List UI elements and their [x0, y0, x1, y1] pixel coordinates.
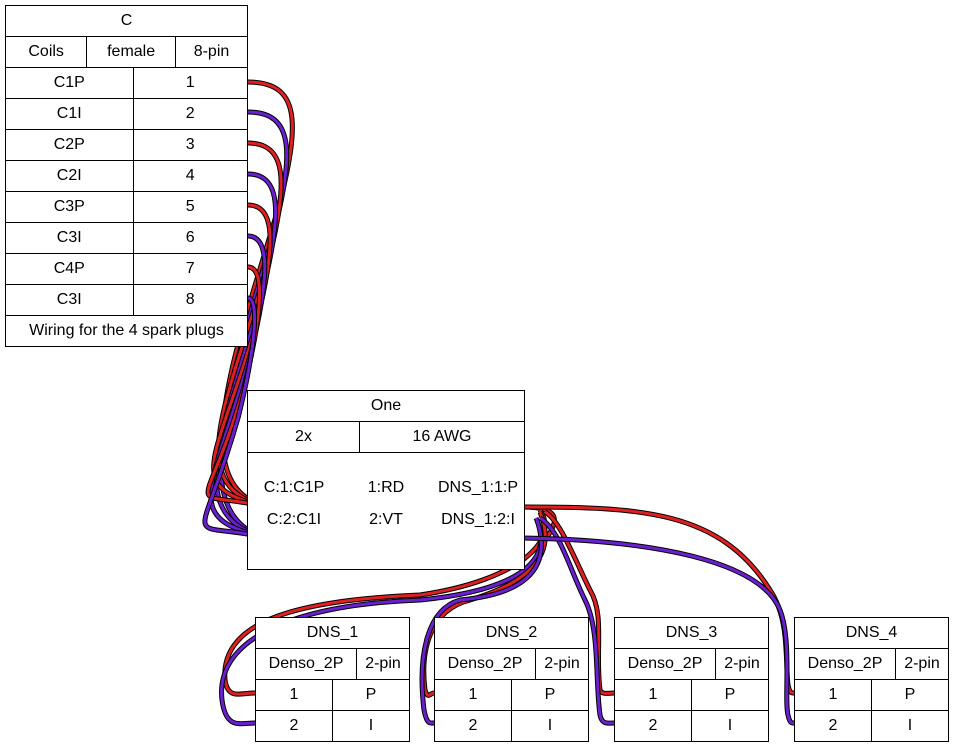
cable-wire-row: C:2:C1I 2:VT DNS_1:2:I: [248, 505, 524, 535]
connector-type: Denso_2P: [614, 648, 716, 680]
pin-number: 3: [132, 129, 248, 161]
connector-pin-count: 2-pin: [535, 648, 589, 680]
connector-c-note: Wiring for the 4 spark plugs: [5, 315, 248, 347]
connector-c-header-gender: female: [86, 36, 176, 68]
cable-title: One: [248, 391, 524, 422]
wire-c-pin-7: [206, 265, 269, 509]
connector-c-header-name: Coils: [4, 36, 88, 68]
connector-type: Denso_2P: [255, 648, 357, 680]
wire-dns4-violet: [522, 536, 795, 725]
wire-c-pin-8: [203, 296, 269, 540]
pin-label: I: [332, 710, 410, 742]
wire-c-pin-6: [209, 234, 269, 540]
connector-title: DNS_1: [255, 617, 410, 649]
pin-number: 2: [794, 710, 872, 742]
connector-pin-count: 2-pin: [356, 648, 410, 680]
pin-label: C1I: [5, 98, 134, 130]
pin-number: 2: [614, 710, 692, 742]
cable-one: One 2x 16 AWG C:1:C1P 1:RD DNS_1:1:P C:2…: [247, 390, 525, 570]
pin-number: 1: [614, 679, 692, 711]
connector-type: Denso_2P: [794, 648, 896, 680]
cable-wire-row: C:1:C1P 1:RD DNS_1:1:P: [248, 473, 524, 503]
wire-to: DNS_1:1:P: [437, 479, 519, 496]
pin-number: 1: [132, 67, 248, 99]
connector-title: DNS_4: [794, 617, 949, 649]
cable-gauge: 16 AWG: [360, 422, 524, 453]
pin-label: C3P: [5, 191, 134, 223]
pin-number: 6: [132, 222, 248, 254]
pin-number: 4: [132, 160, 248, 192]
pin-label: C2P: [5, 129, 134, 161]
connector-title: DNS_3: [614, 617, 769, 649]
pin-number: 1: [434, 679, 512, 711]
wire-c-pin-4: [214, 172, 278, 540]
pin-label: C2I: [5, 160, 134, 192]
pin-number: 1: [794, 679, 872, 711]
wire-from: C:1:C1P: [263, 479, 325, 496]
pin-number: 2: [132, 98, 248, 130]
connector-c-title: C: [5, 5, 248, 37]
pin-label: P: [332, 679, 410, 711]
pin-label: I: [511, 710, 589, 742]
pin-label: C4P: [5, 253, 134, 285]
pin-label: P: [871, 679, 949, 711]
connector-type: Denso_2P: [434, 648, 536, 680]
pin-number: 5: [132, 191, 248, 223]
wire-id: 2:VT: [369, 511, 403, 528]
pin-label: I: [691, 710, 769, 742]
pin-number: 2: [255, 710, 333, 742]
connector-title: DNS_2: [434, 617, 589, 649]
pin-label: C3I: [5, 222, 134, 254]
wire-id: 1:RD: [367, 479, 405, 496]
wire-dns1-violet: [220, 517, 543, 726]
pin-label: C3I: [5, 284, 134, 316]
wire-dns3-violet: [539, 516, 615, 725]
connector-pin-count: 2-pin: [895, 648, 949, 680]
wire-c-pin-5: [212, 203, 272, 509]
pin-label: C1P: [5, 67, 134, 99]
wire-from: C:2:C1I: [266, 511, 322, 528]
pin-number: 8: [132, 284, 248, 316]
pin-number: 2: [434, 710, 512, 742]
pin-label: I: [871, 710, 949, 742]
pin-number: 1: [255, 679, 333, 711]
wire-to: DNS_1:2:I: [441, 511, 515, 528]
connector-c-header-pins: 8-pin: [174, 36, 249, 68]
wire-dns1-red: [223, 509, 547, 696]
pin-number: 7: [132, 253, 248, 285]
cable-count: 2x: [248, 422, 360, 453]
connector-pin-count: 2-pin: [715, 648, 769, 680]
pin-label: P: [511, 679, 589, 711]
pin-label: P: [691, 679, 769, 711]
